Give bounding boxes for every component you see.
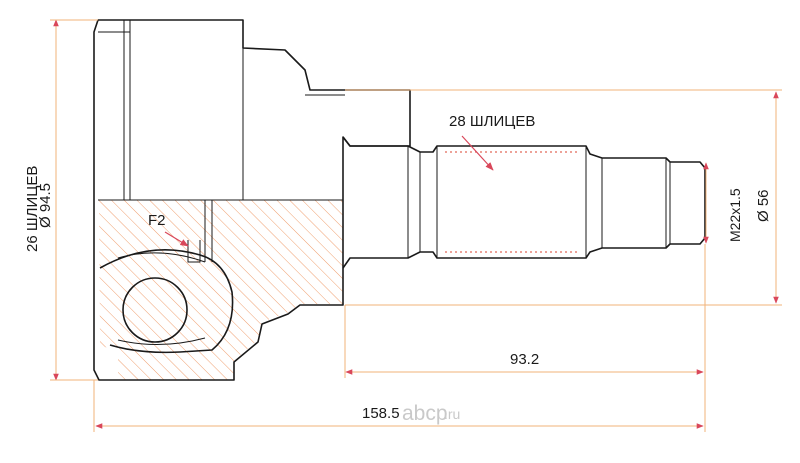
label-outer-splines: 28 ШЛИЦЕВ [449, 113, 535, 130]
label-inner-splines: 26 ШЛИЦЕВ [24, 166, 41, 252]
label-shaft-diameter: Ø 56 [755, 189, 772, 222]
watermark-brand: abcp [402, 402, 448, 425]
cage-outline [117, 337, 206, 345]
label-detail-f2: F2 [148, 212, 166, 229]
label-thread: M22x1.5 [727, 188, 743, 242]
leader-detail-f2 [164, 231, 189, 247]
inner-race-slot [187, 240, 201, 263]
leader-outer-splines [461, 135, 494, 171]
label-stub-length: 93.2 [510, 351, 539, 368]
ball [122, 277, 188, 343]
cage-outline [117, 252, 206, 263]
housing-section-hatch [99, 200, 343, 380]
stub-shaft-outline [342, 136, 706, 269]
label-total-length: 158.5 [362, 405, 400, 422]
label-outer-diameter: Ø 94.5 [37, 183, 54, 228]
cv-housing-outline [93, 19, 411, 381]
watermark-tld: .ru [444, 406, 460, 422]
inner-race-outline [99, 248, 234, 354]
